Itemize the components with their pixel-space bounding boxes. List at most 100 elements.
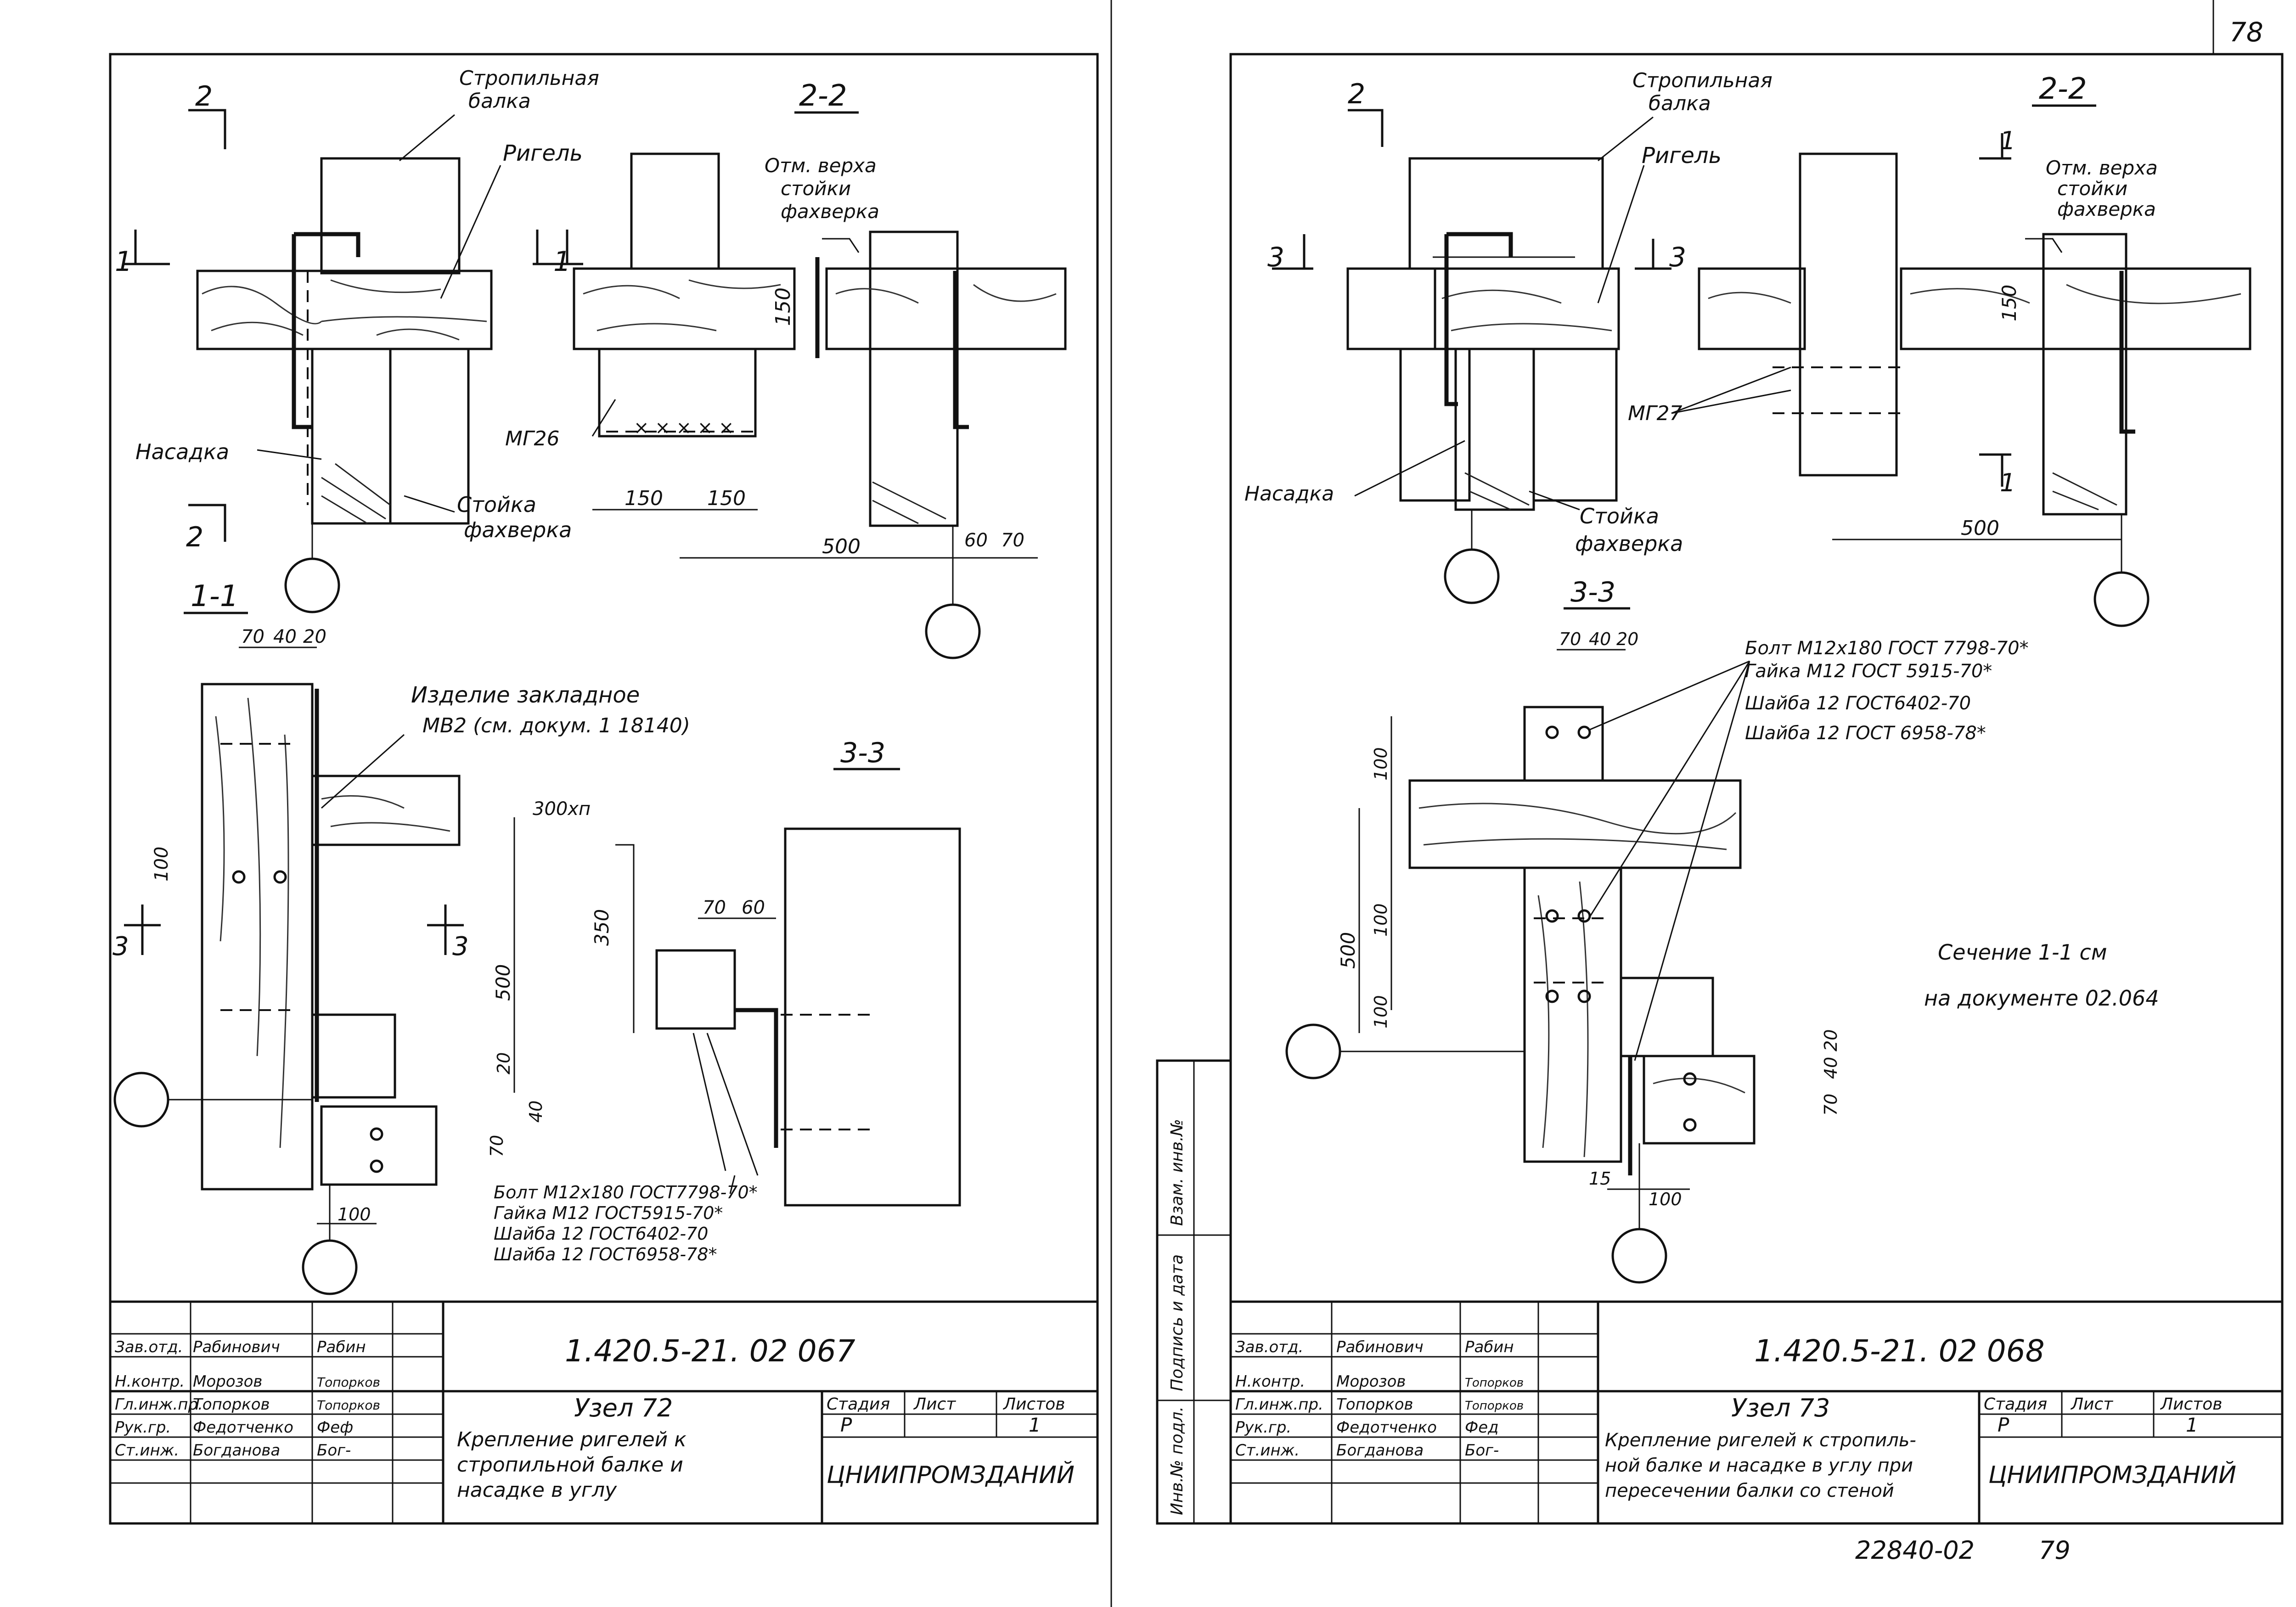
nasadka-section xyxy=(1643,1055,1756,1145)
rafter-section xyxy=(311,1013,396,1099)
dim-20: 20 xyxy=(1616,629,1638,649)
wood-grain xyxy=(835,284,1057,304)
rigel-end xyxy=(825,267,1067,350)
mark-top-1: Отм. верха xyxy=(2046,157,2158,179)
column-marker xyxy=(1444,548,1500,604)
dim-70: 70 xyxy=(1001,530,1024,551)
rigel-right xyxy=(1900,267,2251,350)
wood-grain xyxy=(1537,881,1589,1157)
column-marker xyxy=(113,1072,169,1128)
sig-name: Богданова xyxy=(193,1441,280,1460)
wood-grain xyxy=(1708,292,1791,304)
sig-name: Рабинович xyxy=(193,1338,280,1356)
desc-1: Крепление ригелей к стропиль- xyxy=(1605,1430,1916,1451)
cut-mark-2 xyxy=(1348,109,1384,147)
label-stoika-2: фахверка xyxy=(464,517,572,542)
brace-line xyxy=(692,1033,726,1171)
desc-3: пересечении балки со стеной xyxy=(1605,1480,1894,1501)
bolt-spec-4: Шайба 12 ГОСТ6958-78* xyxy=(494,1244,717,1264)
nasadka-section xyxy=(320,1105,438,1186)
bolt-hole xyxy=(232,870,246,884)
section-3-3-title: 3-3 xyxy=(840,737,885,769)
nasadka-section xyxy=(1346,267,1436,350)
cut-mark-3-right xyxy=(427,905,464,955)
sig-sign: Топорков xyxy=(1465,1376,1524,1390)
wood-grain xyxy=(321,795,450,832)
desc-2: ной балке и насадке в углу при xyxy=(1605,1455,1913,1476)
wood-grain xyxy=(1418,803,1737,850)
dim-70d: 70 xyxy=(703,897,726,918)
sig-role: Рук.гр. xyxy=(1235,1418,1291,1437)
post-long xyxy=(201,683,314,1191)
desc-1: Крепление ригелей к xyxy=(457,1428,687,1451)
signature-rows: Зав.отд. Рабинович Рабин Н.контр. Морозо… xyxy=(1235,1338,1524,1460)
cut2-label-top: 2 xyxy=(195,80,213,112)
dim-20: 20 xyxy=(303,626,326,647)
sig-role: Н.контр. xyxy=(115,1372,185,1391)
level-mark xyxy=(2025,238,2063,253)
stage-value: Р xyxy=(1998,1414,2009,1436)
label-nasadka: Насадка xyxy=(1244,482,1334,506)
node-title: Узел 72 xyxy=(574,1393,673,1422)
cut3-label-right: 3 xyxy=(1669,242,1686,273)
label-izdelie-2: МВ2 (см. докум. 1 18140) xyxy=(422,714,690,737)
cut1-label-bottom: 1 xyxy=(2000,468,2015,497)
angle-bracket xyxy=(735,1008,778,1148)
sig-sign: Рабин xyxy=(317,1338,366,1356)
dim-100a: 100 xyxy=(1371,747,1391,781)
sheet-header: Лист xyxy=(2070,1395,2113,1414)
dim-100b: 100 xyxy=(1371,903,1391,937)
bolt-hole xyxy=(273,870,287,884)
label-stoika-2: фахверка xyxy=(1575,531,1683,556)
rafter-section xyxy=(1620,977,1714,1057)
leader-stoika xyxy=(1529,490,1580,511)
label-mg27: МГ27 xyxy=(1628,402,1682,425)
sig-name: Федотченко xyxy=(1336,1418,1437,1437)
sig-name: Топорков xyxy=(1336,1395,1413,1414)
post xyxy=(1454,348,1535,511)
sheets-value: 1 xyxy=(1029,1414,1041,1436)
sig-sign: Фед xyxy=(1465,1418,1499,1437)
post-section xyxy=(869,230,959,527)
bolt-spec-3: Шайба 12 ГОСТ6402-70 xyxy=(494,1224,708,1244)
dim-500: 500 xyxy=(822,535,861,558)
wood-grain xyxy=(583,279,781,332)
wood-grain xyxy=(1653,1078,1745,1094)
sig-name: Рабинович xyxy=(1336,1338,1424,1356)
sig-sign: Топорков xyxy=(317,1375,380,1390)
stage-header: Стадия xyxy=(827,1395,890,1414)
rafter-beam xyxy=(1408,157,1604,270)
cut-mark-3-left xyxy=(124,905,161,955)
cut3-label-left: 3 xyxy=(113,932,129,961)
cut-mark-1-left xyxy=(124,230,170,265)
leader-nasadka xyxy=(1354,440,1465,497)
sig-sign: Топорков xyxy=(317,1398,380,1413)
top-post xyxy=(1523,706,1604,782)
bolt-hole xyxy=(1545,989,1559,1003)
dim-150: 150 xyxy=(1998,285,2020,321)
section-3-3-title: 3-3 xyxy=(1570,576,1615,608)
rafter-beam xyxy=(320,157,461,275)
cut-mark-1-bottom xyxy=(1979,453,2011,487)
bolt-hole xyxy=(1683,1072,1697,1086)
steel-bracket xyxy=(1444,232,1513,406)
right-section-3-3: 3-3 70 xyxy=(1285,576,2159,1284)
sheets-header: Листов xyxy=(1002,1395,1065,1414)
title-block-frame xyxy=(109,1300,1099,1525)
stud-top xyxy=(630,152,720,270)
section-2-2-title: 2-2 xyxy=(799,79,847,113)
wood-grain xyxy=(1910,284,2241,304)
right-sheet: 78 Инв.№ подл. Подпись и дата Взам. инв.… xyxy=(1156,0,2284,1565)
stamp-vzam: Взам. инв.№ xyxy=(1168,1119,1187,1226)
mg26-plate xyxy=(598,348,757,438)
leader-mg27 xyxy=(1671,389,1791,414)
cut1-label-right: 1 xyxy=(553,246,571,278)
dim-15: 15 xyxy=(1589,1169,1611,1189)
section-1-1-title: 1-1 xyxy=(191,579,239,613)
leader-rigel xyxy=(1597,165,1645,303)
rigel-horizontal xyxy=(1408,779,1742,869)
rigel-beam xyxy=(1346,267,1620,350)
wood-grain xyxy=(1441,289,1612,332)
bolt-spec-4: Шайба 12 ГОСТ 6958-78* xyxy=(1745,723,1986,744)
